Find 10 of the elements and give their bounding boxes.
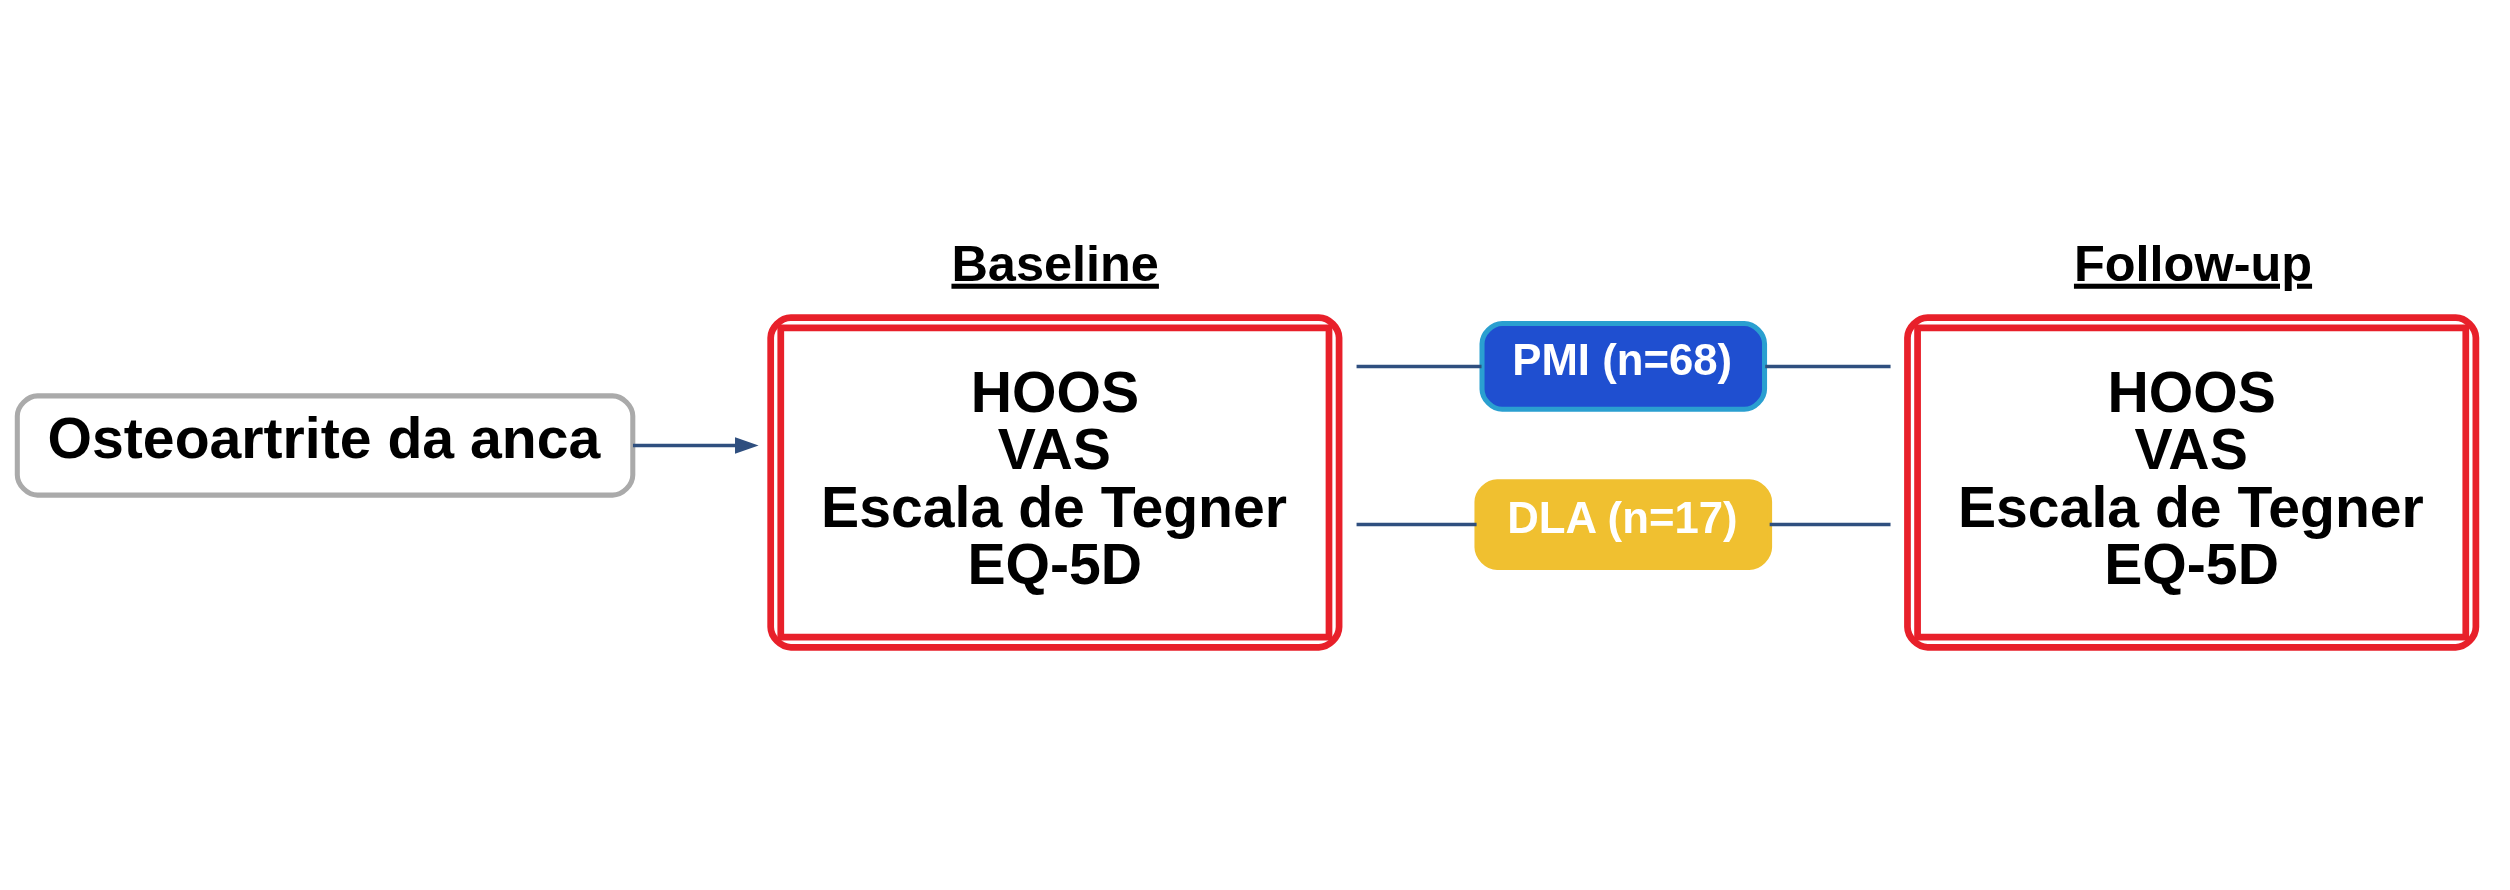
node-box: DLA (n=17) bbox=[1474, 478, 1773, 570]
node-label: Follow-up bbox=[2073, 234, 2313, 292]
arrow bbox=[633, 436, 759, 454]
node-label: Baseline bbox=[951, 234, 1159, 292]
connector bbox=[1765, 364, 1891, 368]
node-box: Osteoartrite da anca bbox=[14, 392, 636, 498]
connector bbox=[1356, 364, 1482, 368]
connector bbox=[1356, 522, 1477, 526]
node-box: PMI (n=68) bbox=[1479, 320, 1768, 412]
connector bbox=[1769, 522, 1891, 526]
